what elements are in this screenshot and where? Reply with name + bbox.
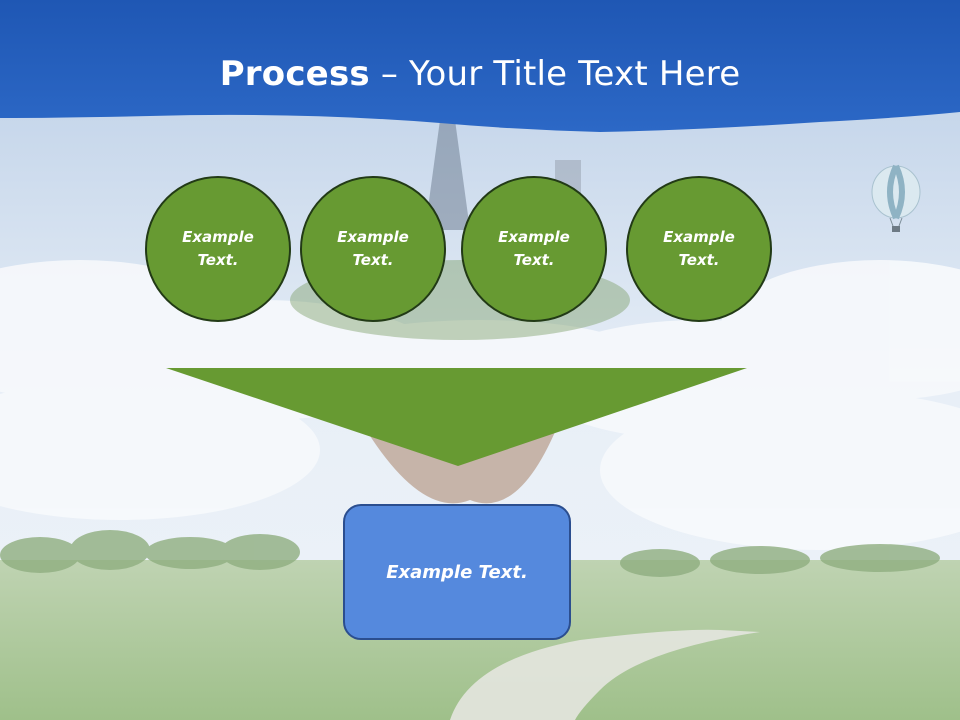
process-step-2[interactable]: Example Text.	[300, 176, 446, 322]
hot-air-balloon-icon	[871, 164, 921, 232]
process-step-3-label: Example Text.	[498, 228, 570, 269]
title-bold-part: Process	[219, 54, 370, 94]
process-step-1-label: Example Text.	[182, 228, 254, 269]
result-box-label: Example Text.	[386, 561, 528, 583]
slide-title: Process – Your Title Text Here	[0, 52, 960, 96]
process-step-1[interactable]: Example Text.	[145, 176, 291, 322]
process-step-4[interactable]: Example Text.	[626, 176, 772, 322]
title-rest-part: – Your Title Text Here	[369, 54, 741, 94]
result-box[interactable]: Example Text.	[343, 504, 571, 640]
process-step-4-label: Example Text.	[663, 228, 735, 269]
process-step-3[interactable]: Example Text.	[461, 176, 607, 322]
process-step-2-label: Example Text.	[337, 228, 409, 269]
